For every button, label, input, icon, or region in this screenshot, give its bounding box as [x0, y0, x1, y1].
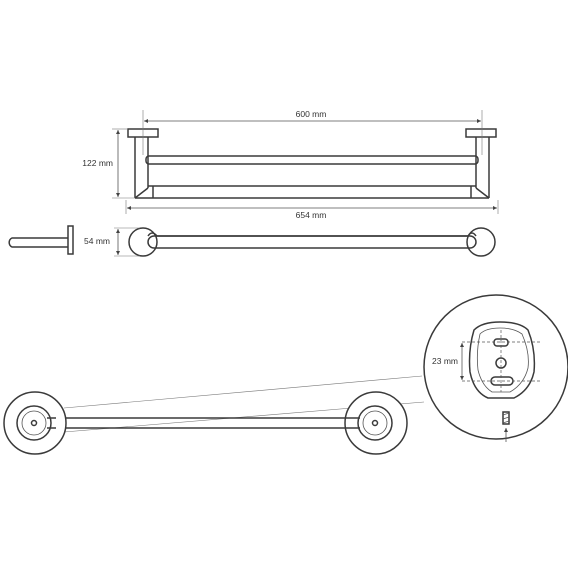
screw-thread-3 [502, 420, 510, 424]
top-bar-left-cap [147, 235, 155, 249]
dim-54-label: 54 mm [84, 236, 110, 246]
upper-bar [145, 155, 479, 165]
mount-right-bar-stub [346, 417, 360, 429]
detail-plate-inner [476, 327, 529, 393]
screw-thread-2 [502, 416, 510, 420]
screw-thread-1 [502, 412, 510, 416]
detail-magnifier-circle [423, 294, 568, 440]
right-post-foot [475, 187, 490, 199]
left-post-foot [134, 187, 149, 199]
mount-right-outer-circle [344, 391, 408, 455]
dim-23-label: 23 mm [432, 356, 458, 366]
mount-left-inner-ring [21, 410, 47, 436]
top-right-rosette [466, 227, 496, 257]
front-view: 600 mm 122 mm 654 mm [82, 109, 499, 220]
side-wall-plate [67, 225, 74, 255]
side-arm [8, 237, 68, 248]
mount-left-bar-stub [47, 417, 56, 429]
detail-set-screw [502, 411, 510, 425]
dim-600-label: 600 mm [296, 109, 327, 119]
right-wall-plate-top [465, 128, 497, 138]
detail-leader-top [63, 375, 423, 409]
dim-122-label: 122 mm [82, 158, 113, 168]
dim-654-label: 654 mm [296, 210, 327, 220]
detail-wall-plate [468, 321, 536, 399]
top-bar-right-cap [469, 235, 477, 249]
mounting-view: 23 mm [3, 294, 568, 455]
top-view: 54 mm [84, 227, 496, 257]
mount-right-screw [371, 419, 379, 427]
mount-left-screw [30, 419, 38, 427]
mount-bar [48, 417, 350, 429]
mount-right-inner-ring [362, 410, 388, 436]
mount-left-rosette [16, 405, 52, 441]
top-left-rosette [128, 227, 158, 257]
side-view [8, 225, 74, 255]
mount-right-rosette [357, 405, 393, 441]
mount-left-outer-circle [3, 391, 67, 455]
